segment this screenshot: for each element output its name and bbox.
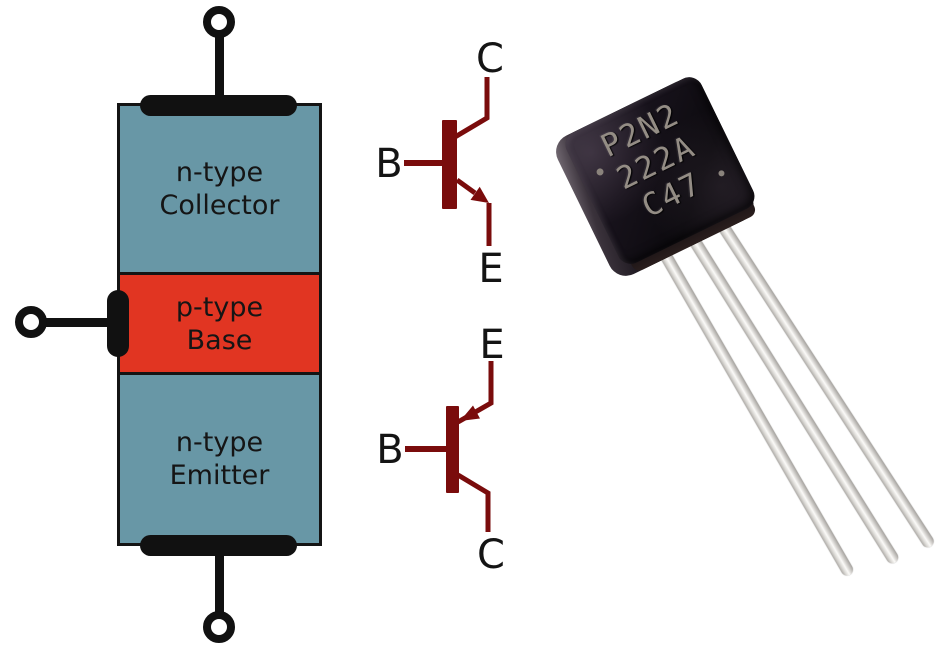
npn-emitter-line: [455, 177, 477, 196]
pnp-base-letter: B: [376, 427, 403, 473]
emitter-lead-line: [215, 550, 224, 612]
emitter-contact-bar: [140, 535, 297, 556]
collector-region: n-type Collector: [117, 103, 322, 275]
npn-emitter-arrow: [470, 186, 489, 203]
pnp-base-bar: [446, 406, 459, 493]
emitter-label-line1: n-type: [175, 427, 264, 458]
transistor-photo: P2N2 222A C47: [550, 72, 936, 578]
base-lead-line: [44, 318, 110, 327]
npn-collector-letter: C: [476, 36, 504, 82]
npn-symbol: C B E: [375, 36, 504, 292]
pnp-emitter-arrow: [460, 405, 480, 421]
collector-contact-bar: [140, 95, 297, 116]
transistor-leg-middle: [683, 228, 901, 566]
base-region: p-type Base: [117, 272, 322, 375]
pnp-collector-letter: C: [477, 532, 505, 578]
collector-terminal-circle: [203, 6, 235, 38]
collector-label-line1: n-type: [175, 157, 264, 188]
base-label-line2: Base: [186, 324, 253, 356]
base-terminal-circle: [15, 306, 47, 338]
npn-base-letter: B: [375, 141, 402, 187]
transistor-leg-left: [654, 242, 856, 578]
emitter-terminal-circle: [203, 611, 235, 643]
npn-collector-line: [453, 77, 490, 140]
pnp-emitter-letter: E: [479, 325, 504, 368]
collector-label-line2: Collector: [159, 190, 280, 221]
pnp-collector-line: [456, 472, 491, 532]
base-contact-bar: [107, 290, 129, 357]
pnp-symbol: E B C: [376, 325, 505, 578]
npn-emitter-letter: E: [478, 246, 503, 292]
collector-lead-line: [215, 34, 224, 104]
emitter-label-line2: Emitter: [169, 460, 270, 491]
base-label-line1: p-type: [175, 291, 264, 323]
emitter-region: n-type Emitter: [117, 372, 322, 546]
npn-base-bar: [442, 120, 457, 209]
